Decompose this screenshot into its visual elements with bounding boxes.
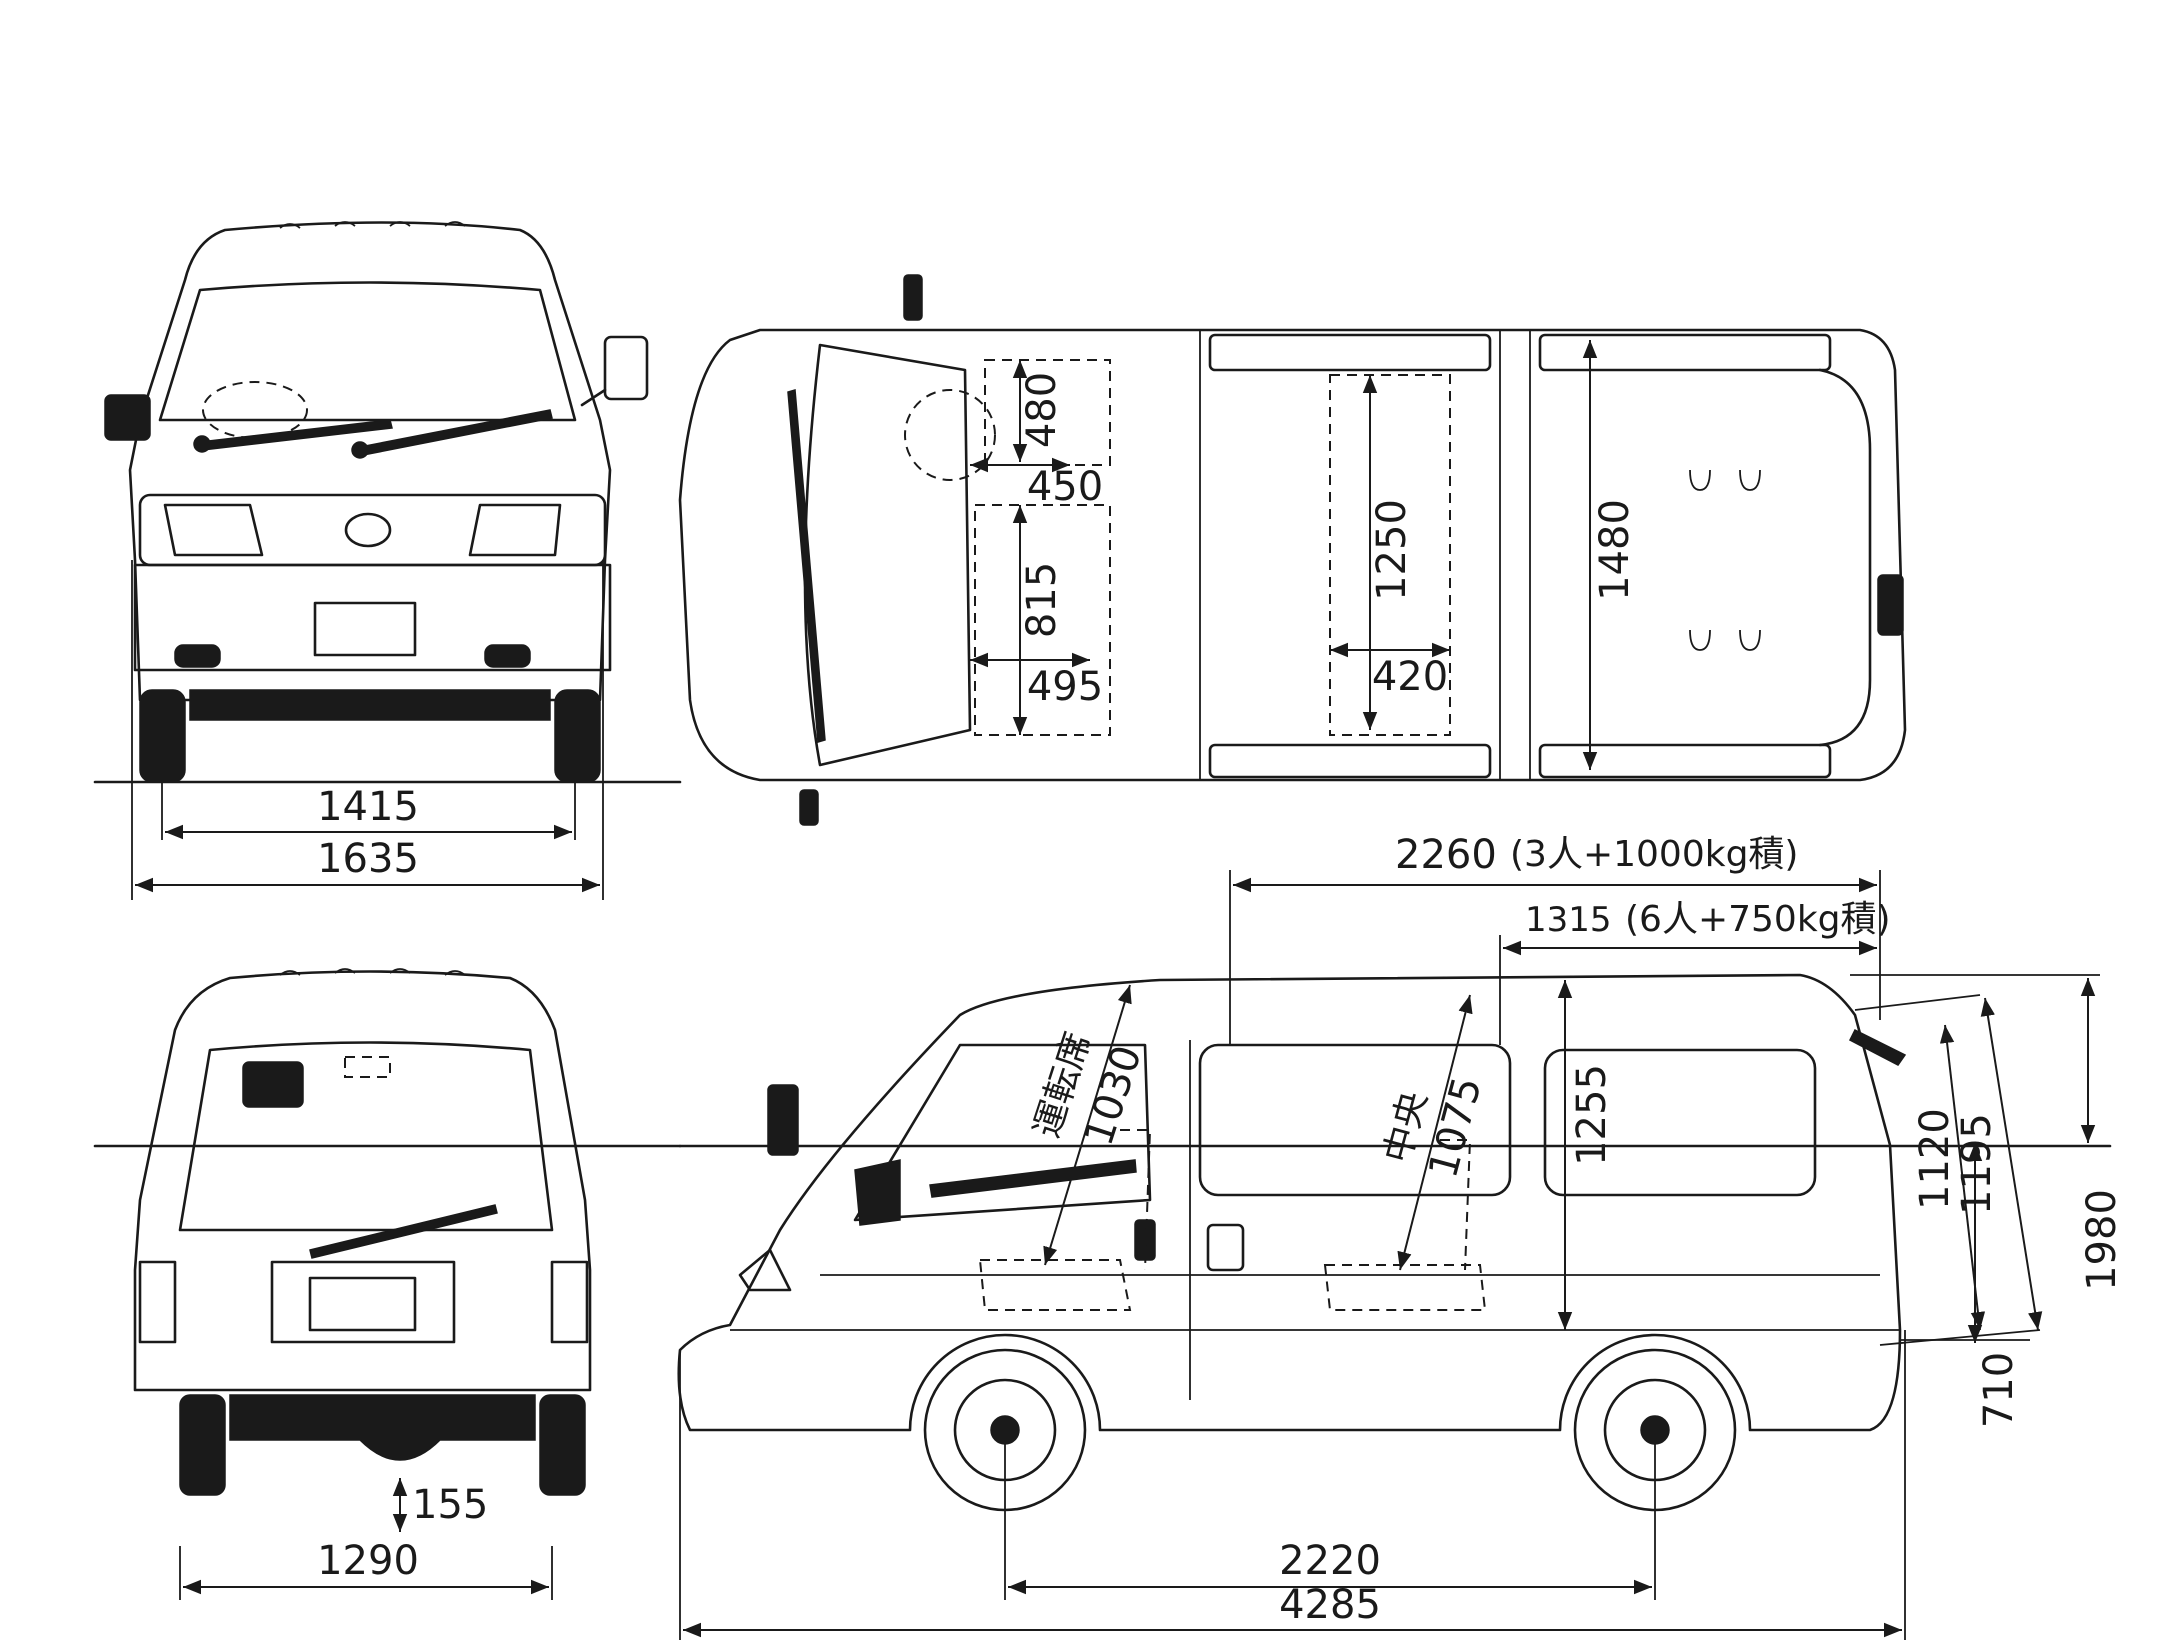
dim-label-rear-opening-width: 1120: [1912, 1108, 1958, 1210]
rear-brake-light: [344, 1056, 391, 1078]
rear-license-plate: [308, 1276, 417, 1332]
dim-label-overall-width: 1635: [317, 836, 419, 882]
front-wipers: [199, 409, 553, 457]
dim-label-wheelbase: 2220: [1279, 1538, 1381, 1584]
rear-window: [178, 1041, 554, 1232]
rear-lamp-left: [138, 1260, 177, 1344]
wiper-pivot-right: [351, 441, 369, 459]
dim-label-1480: 1480: [1592, 499, 1638, 601]
side-mirror: [767, 1084, 799, 1156]
dim-line-1195: [1980, 997, 2043, 1331]
front-mirror-left: [104, 394, 151, 441]
dim-label-cargo-3p: 2260: [1395, 832, 1497, 878]
dim-label-floor-height: 710: [1976, 1352, 2022, 1428]
front-tire-left: [139, 689, 186, 783]
dim-label-overall-height: 1980: [2079, 1189, 2125, 1291]
dim-label-1250: 1250: [1369, 499, 1415, 601]
front-bumper: [133, 563, 612, 672]
front-body-outline: [128, 221, 612, 702]
front-license-plate: [313, 601, 417, 657]
front-underbody: [189, 689, 551, 721]
dim-note-cargo-3p: (3人+1000kg積): [1510, 834, 1798, 875]
dim-note-cargo-6p: (6人+750kg積): [1625, 899, 1891, 940]
dim-label-480: 480: [1019, 372, 1065, 448]
dim-line-1075: [1397, 994, 1473, 1271]
dim-label-495: 495: [1027, 664, 1103, 710]
fog-lamp-right: [484, 644, 531, 668]
rear-wiper: [309, 1204, 498, 1259]
dim-label-815: 815: [1019, 562, 1065, 638]
top-mirror-rear: [1877, 574, 1904, 636]
top-mirror-left: [903, 274, 923, 321]
dim-label-ground-clearance: 155: [412, 1482, 488, 1528]
top-tiedown-hooks: [1689, 469, 1761, 651]
top-roof-rail-left-rear: [1538, 333, 1832, 372]
rear-inner-mirror: [242, 1061, 304, 1108]
dim-label-cargo-6p: 1315: [1525, 900, 1612, 940]
top-roof-rail-right: [1208, 743, 1492, 779]
rear-underbody: [229, 1394, 536, 1461]
side-headlight: [738, 1248, 792, 1292]
dim-label-front-track: 1415: [317, 784, 419, 830]
side-driver-seat: [978, 1129, 1152, 1311]
dim-label-rear-track: 1290: [317, 1538, 419, 1584]
top-windshield: [803, 343, 972, 767]
rear-tire-right: [539, 1394, 586, 1496]
top-center-seat: [1329, 374, 1451, 736]
top-roof-rail-left: [1208, 333, 1492, 372]
side-slide-window: [1198, 1043, 1512, 1197]
dim-label-rear-opening-height: 1195: [1954, 1113, 2000, 1215]
dim-label-center-height: 1075: [1420, 1072, 1491, 1182]
side-rear-mirror: [1848, 1028, 1907, 1066]
rear-roof-bumps: [279, 968, 466, 976]
front-roof-bumps: [279, 221, 466, 229]
front-logo: [344, 512, 392, 548]
rear-body-outline: [133, 970, 592, 1392]
top-passenger-seat: [974, 504, 1111, 736]
dim-label-overall-length: 4285: [1279, 1582, 1381, 1628]
dim-label-420: 420: [1372, 654, 1448, 700]
top-steering-wheel: [904, 389, 996, 481]
dim-label-450: 450: [1027, 464, 1103, 510]
wiper-pivot-left: [193, 435, 211, 453]
front-view: 1415 1635: [93, 221, 682, 900]
front-headlights: [163, 503, 562, 557]
dim-label-interior-height: 1255: [1569, 1064, 1615, 1166]
mirror-arm: [580, 388, 607, 407]
rear-plate-panel: [270, 1260, 456, 1344]
rear-view: 155 1290: [93, 968, 682, 1600]
fog-lamp-left: [174, 644, 221, 668]
front-mirror-right: [603, 335, 649, 401]
side-dash: [854, 1159, 901, 1226]
top-roof-rail-right-rear: [1538, 743, 1832, 779]
side-door-handle: [1206, 1223, 1245, 1272]
rear-tire-left: [179, 1394, 226, 1496]
front-steering-wheel: [202, 381, 308, 439]
side-rear-window: [1543, 1048, 1817, 1197]
front-tire-right: [554, 689, 601, 783]
side-steering-column: [929, 1159, 1137, 1198]
top-driver-seat: [984, 359, 1111, 466]
side-view: 2260 (3人+1000kg積) 1315 (6人+750kg積) 1255 …: [677, 832, 2125, 1640]
top-rear-door: [1818, 368, 1872, 747]
rear-lamp-right: [550, 1260, 589, 1344]
top-wiper: [787, 389, 826, 743]
front-windshield: [158, 281, 577, 422]
top-mirror-right: [799, 789, 819, 826]
top-view: 480 450 815 495 1250 420 1480: [678, 274, 1907, 826]
top-body-outline: [678, 328, 1907, 782]
dim-line-1030: [1043, 984, 1132, 1266]
side-body-outline: [677, 973, 1902, 1432]
